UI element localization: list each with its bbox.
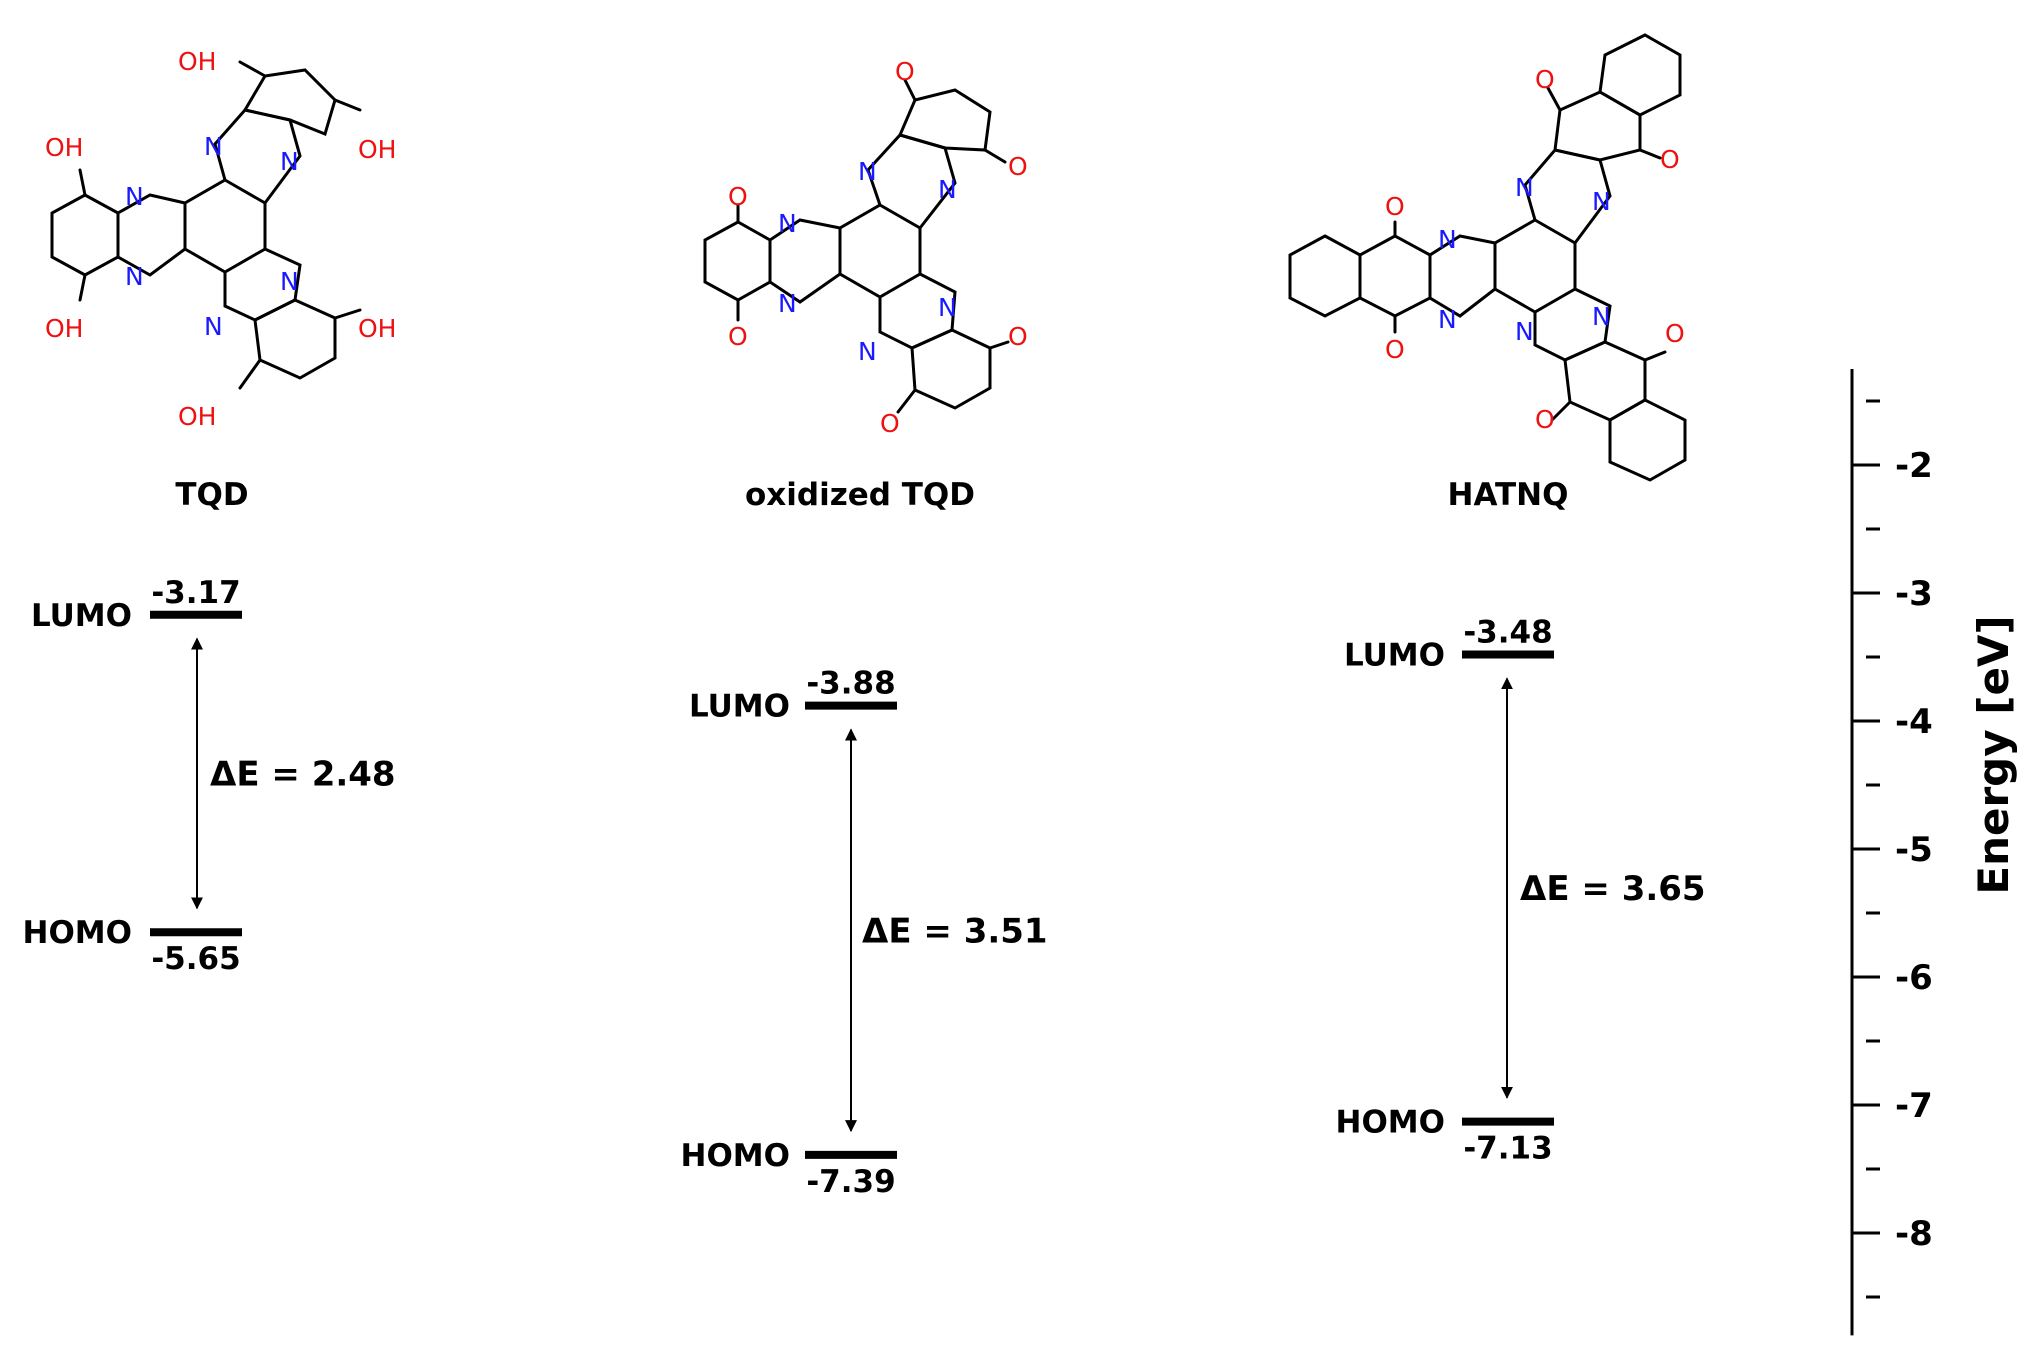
oh-atom-label: OH [178,47,216,76]
o-atom-label: O [895,57,915,86]
lumo-value: -3.17 [151,575,240,611]
n-atom-label: N [1592,302,1611,331]
n-atom-label: N [858,157,877,186]
oh-atom-label: OH [358,314,396,343]
tqd-structure: N N N N N N OH OH OH OH OH OH [45,47,396,431]
axis-tick-label: -6 [1895,958,1933,998]
o-atom-label: O [728,322,748,351]
molecule-name-tqd: TQD [175,477,248,513]
o-atom-label: O [1535,405,1555,434]
n-atom-label: N [125,182,144,211]
o-atom-label: O [1385,335,1405,364]
n-atom-label: N [1438,225,1457,254]
oh-atom-label: OH [45,314,83,343]
o-atom-label: O [1660,145,1680,174]
o-atom-label: O [1385,192,1405,221]
homo-value: -5.65 [151,941,240,977]
o-atom-label: O [1008,322,1028,351]
oh-atom-label: OH [178,402,216,431]
homo-value: -7.39 [806,1164,895,1200]
lumo-label: LUMO [1344,637,1445,673]
gap-label: ΔE = 3.51 [862,911,1048,951]
homo-value: -7.13 [1463,1131,1552,1167]
n-atom-label: N [204,312,223,341]
n-atom-label: N [778,209,797,238]
homo-label: HOMO [1336,1105,1446,1141]
o-atom-label: O [1665,319,1685,348]
axis-tick-label: -2 [1895,446,1933,486]
oxidized-tqd-structure: N N N N N N O O O O O O [703,57,1028,438]
molecule-name-oxidized-tqd: oxidized TQD [745,477,975,513]
axis-title: Energy [eV] [1969,615,2018,894]
lumo-value: -3.88 [806,666,895,702]
n-atom-label: N [204,132,223,161]
energy-axis: Energy [eV] -2 -3 -4 -5 -6 -7 -8 [1850,369,2018,1336]
n-atom-label: N [125,262,144,291]
oh-atom-label: OH [45,133,83,162]
homo-label: HOMO [681,1138,791,1174]
n-atom-label: N [1515,317,1534,346]
n-atom-label: N [280,147,299,176]
hatnq-energy-levels: LUMO HOMO -3.48 -7.13 ΔE = 3.65 [1336,614,1706,1166]
lumo-value: -3.48 [1463,614,1552,650]
n-atom-label: N [778,289,797,318]
o-atom-label: O [728,182,748,211]
n-atom-label: N [938,175,957,204]
homo-label: HOMO [23,915,133,951]
hatnq-structure: N N N N N N O O O O O O [1288,33,1687,482]
o-atom-label: O [1008,152,1028,181]
o-atom-label: O [1535,65,1555,94]
oh-atom-label: OH [358,135,396,164]
n-atom-label: N [280,267,299,296]
oxidized-tqd-energy-levels: LUMO HOMO -3.88 -7.39 ΔE = 3.51 [681,666,1048,1200]
axis-tick-label: -7 [1895,1086,1933,1126]
lumo-label: LUMO [689,689,790,725]
gap-label: ΔE = 2.48 [210,754,396,794]
axis-tick-label: -5 [1895,830,1933,870]
molecule-name-hatnq: HATNQ [1448,477,1569,513]
n-atom-label: N [1592,187,1611,216]
o-atom-label: O [880,409,900,438]
tqd-energy-levels: LUMO HOMO -3.17 -5.65 ΔE = 2.48 [23,575,396,977]
n-atom-label: N [1515,173,1534,202]
n-atom-label: N [1438,305,1457,334]
axis-tick-label: -8 [1895,1214,1933,1254]
lumo-label: LUMO [31,598,132,634]
gap-label: ΔE = 3.65 [1520,869,1706,909]
axis-tick-label: -3 [1895,574,1933,614]
axis-tick-label: -4 [1895,702,1933,742]
n-atom-label: N [858,337,877,366]
n-atom-label: N [938,293,957,322]
